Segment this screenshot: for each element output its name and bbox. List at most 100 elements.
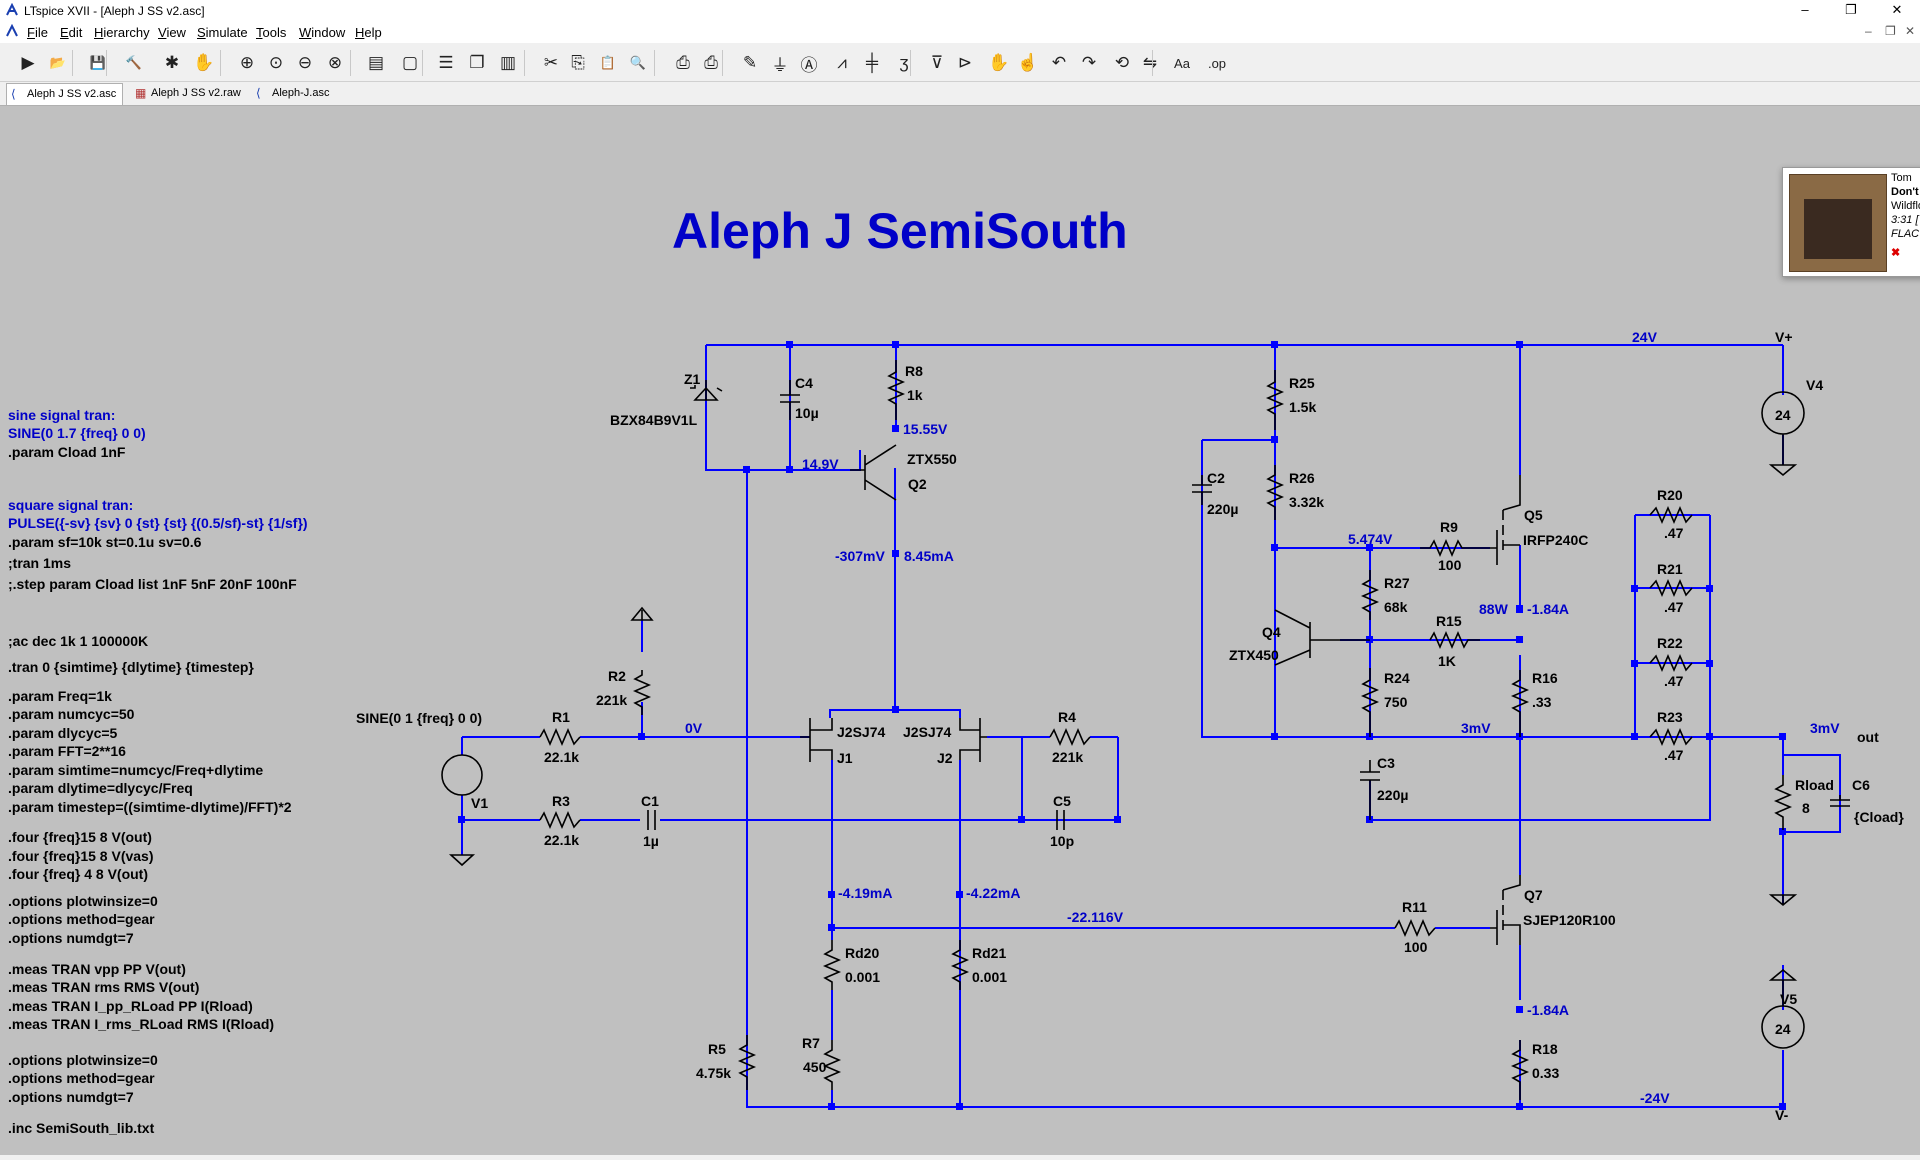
resistor-icon[interactable]: ⩘ bbox=[837, 53, 847, 72]
component-ref-r23[interactable]: R23 bbox=[1657, 709, 1683, 725]
component-ref-q4[interactable]: Q4 bbox=[1262, 624, 1281, 640]
tab-aleph-j-ss-v2-raw[interactable]: ▦Aleph J SS v2.raw bbox=[131, 83, 247, 104]
autorange-icon[interactable]: ▤ bbox=[367, 53, 385, 72]
component-value-rd21[interactable]: 0.001 bbox=[972, 969, 1007, 985]
spice-directive[interactable]: .param dlytime=dlycyc/Freq bbox=[8, 780, 193, 796]
component-value-r26[interactable]: 3.32k bbox=[1289, 494, 1324, 510]
component-ref-r3[interactable]: R3 bbox=[552, 793, 570, 809]
maximize-button[interactable]: ❐ bbox=[1845, 2, 1857, 17]
component-ref-r7[interactable]: R7 bbox=[802, 1035, 820, 1051]
component-ref-r16[interactable]: R16 bbox=[1532, 670, 1558, 686]
component-value-rd20[interactable]: 0.001 bbox=[845, 969, 880, 985]
spice-directive[interactable]: .param numcyc=50 bbox=[8, 706, 135, 722]
media-notification[interactable]: Tom Don't Wildflo 3:31 [ FLAC ✖ bbox=[1782, 167, 1920, 277]
component-value-q2[interactable]: ZTX550 bbox=[907, 451, 957, 467]
cascade-icon[interactable]: ❐ bbox=[469, 53, 485, 72]
component-value-r21[interactable]: .47 bbox=[1664, 599, 1684, 615]
drag-icon[interactable]: ☝ bbox=[1017, 53, 1039, 72]
spice-directive[interactable]: .inc SemiSouth_lib.txt bbox=[8, 1120, 155, 1136]
component-value-r3[interactable]: 22.1k bbox=[544, 832, 579, 848]
close-button[interactable]: ✕ bbox=[1891, 2, 1903, 17]
component-value-j2[interactable]: J2SJ74 bbox=[903, 724, 951, 740]
component-value-v4[interactable]: 24 bbox=[1775, 407, 1791, 423]
spice-directive[interactable]: .meas TRAN rms RMS V(out) bbox=[8, 979, 199, 995]
spice-directive[interactable]: .options plotwinsize=0 bbox=[8, 893, 158, 909]
spice-directive[interactable]: .options numdgt=7 bbox=[8, 930, 134, 946]
component-value-r16[interactable]: .33 bbox=[1532, 694, 1552, 710]
spice-directive[interactable]: .meas TRAN I_rms_RLoad RMS I(Rload) bbox=[8, 1016, 274, 1032]
open-icon[interactable]: 📂 bbox=[49, 55, 67, 70]
pan-icon[interactable]: ✋ bbox=[193, 53, 215, 72]
component-ref-q7[interactable]: Q7 bbox=[1524, 887, 1543, 903]
spice-directive[interactable]: SINE(0 1.7 {freq} 0 0) bbox=[8, 425, 146, 441]
paste-icon[interactable]: 📋 bbox=[599, 55, 617, 70]
component-icon[interactable]: ⊳ bbox=[957, 53, 973, 72]
component-value-c3[interactable]: 220µ bbox=[1377, 787, 1408, 803]
spice-directive[interactable]: .param Cload 1nF bbox=[8, 444, 126, 460]
component-ref-c4[interactable]: C4 bbox=[795, 375, 813, 391]
component-value-c1[interactable]: 1µ bbox=[643, 833, 659, 849]
menu-hierarchy[interactable]: Hierarchy bbox=[94, 25, 150, 40]
component-ref-v1[interactable]: V1 bbox=[471, 795, 488, 811]
component-ref-rd20[interactable]: Rd20 bbox=[845, 945, 879, 961]
print-setup-icon[interactable]: ⎙ bbox=[704, 53, 718, 72]
component-ref-r20[interactable]: R20 bbox=[1657, 487, 1683, 503]
component-ref-r2[interactable]: R2 bbox=[608, 668, 626, 684]
component-value-r11[interactable]: 100 bbox=[1404, 939, 1428, 955]
component-value-r2[interactable]: 221k bbox=[596, 692, 627, 708]
component-value-j1[interactable]: J2SJ74 bbox=[837, 724, 885, 740]
menu-tools[interactable]: Tools bbox=[256, 25, 287, 40]
component-ref-r22[interactable]: R22 bbox=[1657, 635, 1683, 651]
component-ref-r5[interactable]: R5 bbox=[708, 1041, 726, 1057]
document-icon[interactable] bbox=[5, 24, 19, 38]
run-icon[interactable]: ▶ bbox=[21, 53, 35, 72]
component-ref-r27[interactable]: R27 bbox=[1384, 575, 1410, 591]
zoom-fit-icon[interactable]: ⊗ bbox=[327, 53, 343, 72]
menu-edit[interactable]: Edit bbox=[60, 25, 83, 40]
component-value-z1[interactable]: BZX84B9V1L bbox=[610, 412, 698, 428]
component-value-r4[interactable]: 221k bbox=[1052, 749, 1083, 765]
component-value-q7[interactable]: SJEP120R100 bbox=[1523, 912, 1616, 928]
print-icon[interactable]: ⎙ bbox=[676, 53, 690, 72]
capacitor-icon[interactable]: ╪ bbox=[865, 53, 879, 72]
component-ref-v4[interactable]: V4 bbox=[1806, 377, 1823, 393]
tab-aleph-j-asc[interactable]: ⟨Aleph-J.asc bbox=[252, 83, 335, 104]
component-ref-r1[interactable]: R1 bbox=[552, 709, 570, 725]
mdi-restore-button[interactable]: ❐ bbox=[1885, 24, 1896, 38]
tab-aleph-j-ss-v2-asc[interactable]: ⟨Aleph J SS v2.asc bbox=[6, 83, 124, 105]
component-value-r9[interactable]: 100 bbox=[1438, 557, 1462, 573]
spice-directive[interactable]: .options method=gear bbox=[8, 911, 155, 927]
wire-icon[interactable]: ✎ bbox=[742, 53, 758, 72]
component-ref-r25[interactable]: R25 bbox=[1289, 375, 1315, 391]
spice-directive[interactable]: .param sf=10k st=0.1u sv=0.6 bbox=[8, 534, 202, 550]
component-value-r24[interactable]: 750 bbox=[1384, 694, 1408, 710]
cut-icon[interactable]: ✂ bbox=[543, 53, 559, 72]
zoom-pan-icon[interactable]: ⊙ bbox=[268, 53, 284, 72]
ground-icon[interactable]: ⏚ bbox=[771, 55, 789, 75]
mdi-minimize-button[interactable]: – bbox=[1865, 24, 1872, 38]
spice-directive[interactable]: ;tran 1ms bbox=[8, 555, 71, 571]
component-ref-rd21[interactable]: Rd21 bbox=[972, 945, 1006, 961]
component-value-r25[interactable]: 1.5k bbox=[1289, 399, 1316, 415]
control-panel-icon[interactable]: 🔨 bbox=[125, 55, 143, 70]
zoom-in-icon[interactable]: ⊕ bbox=[239, 53, 255, 72]
component-value-rload[interactable]: 8 bbox=[1802, 800, 1810, 816]
component-ref-j2[interactable]: J2 bbox=[937, 750, 953, 766]
component-value-r7[interactable]: 450 bbox=[803, 1059, 827, 1075]
component-value-r20[interactable]: .47 bbox=[1664, 525, 1684, 541]
menu-help[interactable]: Help bbox=[355, 25, 382, 40]
component-ref-r21[interactable]: R21 bbox=[1657, 561, 1683, 577]
undo-icon[interactable]: ↶ bbox=[1051, 53, 1067, 72]
spice-directive[interactable]: .four {freq}15 8 V(out) bbox=[8, 829, 152, 845]
component-ref-c1[interactable]: C1 bbox=[641, 793, 659, 809]
spice-directive[interactable]: .param dlycyc=5 bbox=[8, 725, 118, 741]
spice-directive[interactable]: sine signal tran: bbox=[8, 407, 115, 423]
text-icon[interactable]: Aa bbox=[1174, 55, 1190, 71]
component-ref-z1[interactable]: Z1 bbox=[684, 371, 701, 387]
component-ref-r15[interactable]: R15 bbox=[1436, 613, 1462, 629]
spice-directive[interactable]: square signal tran: bbox=[8, 497, 133, 513]
component-value-r18[interactable]: 0.33 bbox=[1532, 1065, 1559, 1081]
diode-icon[interactable]: ⊽ bbox=[930, 53, 944, 72]
component-value-v5[interactable]: 24 bbox=[1775, 1021, 1791, 1037]
tile-vertical-icon[interactable]: ▥ bbox=[499, 53, 517, 72]
